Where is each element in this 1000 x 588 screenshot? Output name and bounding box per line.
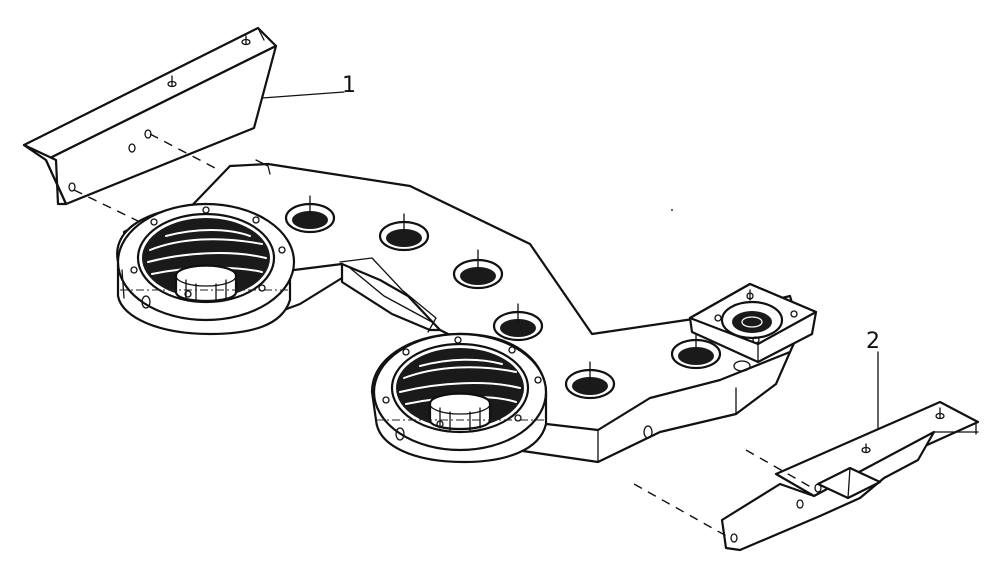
plate-hole (284, 195, 336, 234)
plate-hole (452, 249, 504, 290)
stray-mark (671, 209, 673, 211)
side-hole (643, 425, 653, 439)
callout-leader-1 (261, 91, 345, 99)
bearing-housing-left (116, 202, 296, 336)
bracket-part-2 (720, 400, 980, 552)
fastener-line (633, 483, 731, 539)
fastener-line (745, 449, 817, 491)
plate-hole (378, 213, 430, 252)
bearing-housing-lower (370, 332, 548, 464)
plate-hole (733, 360, 751, 372)
plate-hole (670, 331, 722, 370)
fastener-line (73, 189, 141, 223)
callout-number-2: 2 (866, 329, 880, 354)
plate-hole (492, 303, 544, 342)
plate-hole (564, 361, 616, 400)
mounting-pad (688, 282, 818, 364)
fastener-line (149, 133, 216, 169)
plate-holes (284, 195, 751, 439)
callout-number-1: 1 (342, 73, 356, 98)
bracket-part-1 (22, 26, 278, 206)
